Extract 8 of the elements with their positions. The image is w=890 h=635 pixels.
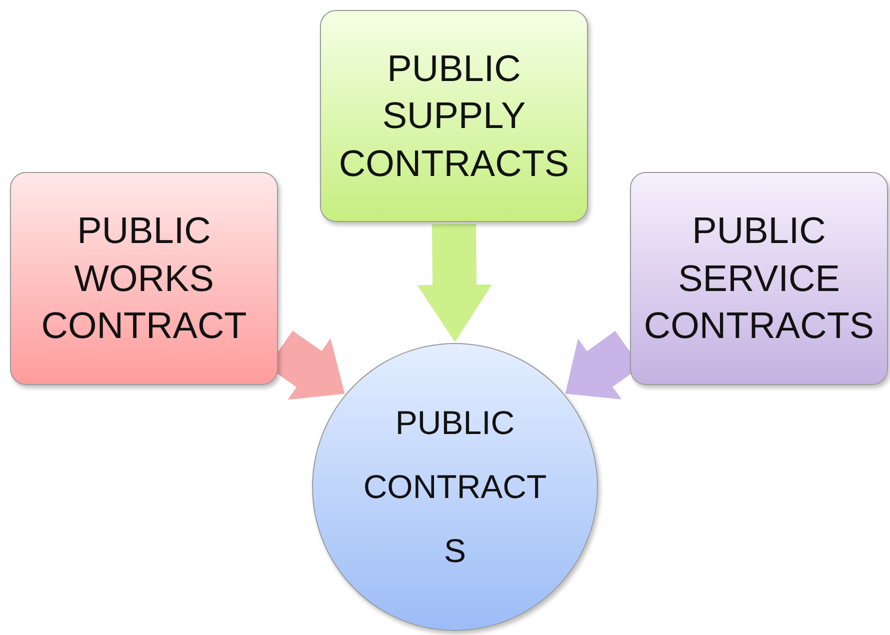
node-label: PUBLIC WORKS CONTRACT: [40, 209, 248, 348]
node-label: PUBLIC CONTRACT S: [362, 403, 548, 571]
rounded-box: [10, 172, 278, 385]
rounded-box: [630, 172, 888, 385]
node-label: PUBLIC SERVICE CONTRACTS: [642, 209, 876, 348]
block-arrow: [417, 224, 492, 342]
node-label: PUBLIC SUPPLY CONTRACTS: [338, 46, 570, 186]
rounded-box: [320, 10, 588, 222]
